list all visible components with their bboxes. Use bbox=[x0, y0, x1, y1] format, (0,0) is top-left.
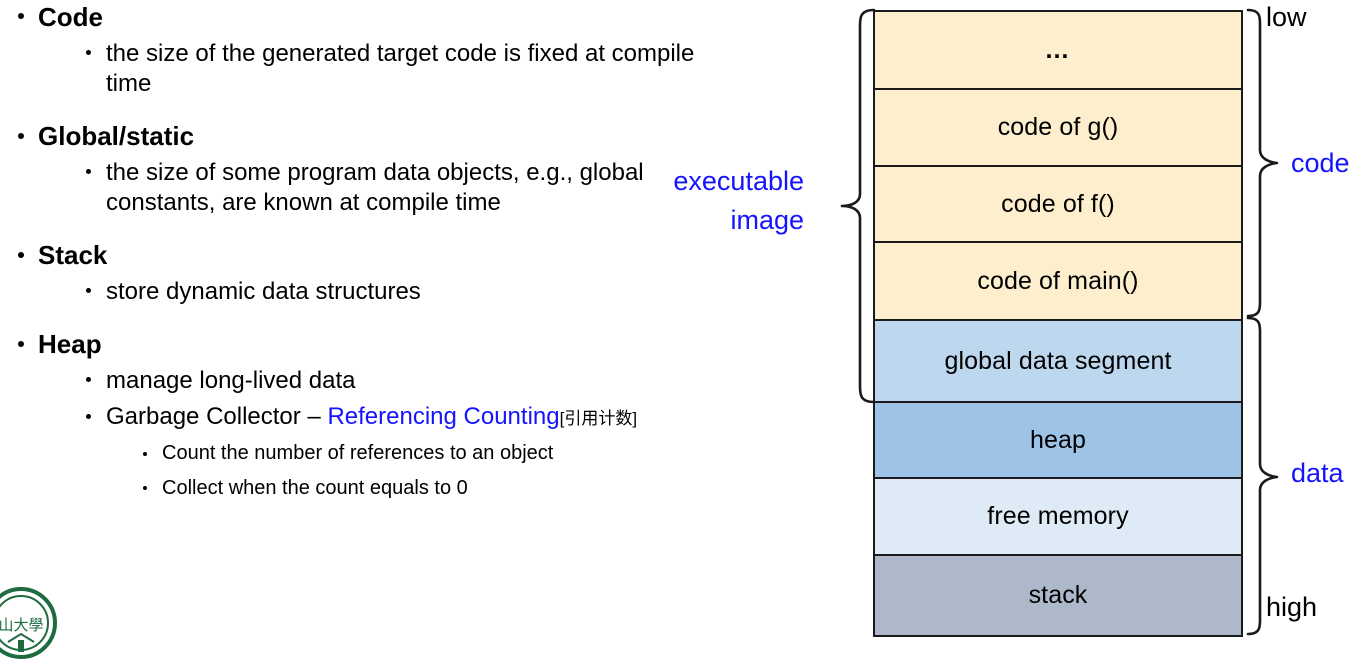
executable-image-note-line2: image bbox=[730, 205, 804, 236]
garbage-collector-label: Garbage Collector – bbox=[106, 403, 328, 431]
memory-block-heap: heap bbox=[875, 403, 1241, 479]
code-group-brace-icon bbox=[1246, 8, 1279, 318]
memory-block-code-of-main: code of main() bbox=[875, 243, 1241, 321]
bullet-dot-icon bbox=[18, 251, 24, 258]
bullet-heap-label: Heap bbox=[38, 329, 102, 360]
code-group-label: code bbox=[1291, 148, 1350, 178]
bullet-dot-icon bbox=[86, 413, 91, 419]
memory-block-label: code of g() bbox=[997, 113, 1119, 141]
spacer bbox=[0, 307, 810, 327]
memory-block-global-data-segment: global data segment bbox=[875, 321, 1241, 403]
spacer bbox=[0, 99, 810, 119]
memory-block-stack: stack bbox=[875, 556, 1241, 635]
bullet-heap-sub2-b: Collect when the count equals to 0 bbox=[0, 476, 810, 501]
executable-image-brace-icon bbox=[840, 8, 876, 404]
university-seal-icon: 山大學 bbox=[0, 587, 57, 659]
memory-block-free-memory: free memory bbox=[875, 479, 1241, 556]
bullet-heap-sub2-a: Count the number of references to an obj… bbox=[0, 441, 810, 466]
university-seal-logo: 山大學 bbox=[0, 586, 58, 660]
executable-image-note: executable image bbox=[664, 162, 804, 240]
memory-block-code-of-f: code of f() bbox=[875, 167, 1241, 243]
bullet-dot-icon bbox=[86, 50, 91, 56]
memory-block-label: code of f() bbox=[1001, 189, 1115, 218]
memory-blocks: … code of g() code of f() code of main() glo… bbox=[873, 10, 1243, 637]
bullet-code-label: Code bbox=[38, 2, 103, 32]
bullet-global-static-label: Global/static bbox=[38, 121, 195, 152]
memory-block-code-of-g: code of g() bbox=[875, 90, 1241, 167]
referencing-counting-link[interactable]: Referencing Counting bbox=[327, 403, 560, 431]
memory-block-: … bbox=[875, 12, 1241, 90]
bullet-dot-icon bbox=[143, 485, 147, 490]
memory-block-label: … bbox=[1044, 35, 1072, 64]
executable-image-note-line1: executable bbox=[673, 166, 804, 196]
memory-block-label: global data segment bbox=[944, 346, 1172, 375]
memory-block-label: stack bbox=[1028, 581, 1088, 609]
bullet-stack-sub1: store dynamic data structures bbox=[0, 277, 810, 307]
memory-block-label: heap bbox=[1029, 425, 1086, 454]
bullet-dot-icon bbox=[143, 451, 147, 456]
bullet-heap-sub1: manage long-lived data bbox=[0, 366, 810, 396]
high-address-label: high bbox=[1266, 592, 1318, 622]
bullet-heap: Heap bbox=[0, 329, 810, 360]
bullet-dot-icon bbox=[18, 132, 24, 139]
bullet-dot-icon bbox=[18, 13, 24, 20]
memory-block-label: free memory bbox=[987, 502, 1129, 530]
bullet-code: Code bbox=[0, 2, 810, 33]
bullet-stack-sub1-label: store dynamic data structures bbox=[106, 277, 421, 305]
bullet-code-sub1-label: the size of the generated target code is… bbox=[106, 39, 695, 97]
memory-block-label: code of main() bbox=[977, 266, 1139, 295]
bullet-heap-sub2-b-label: Collect when the count equals to 0 bbox=[162, 476, 468, 499]
bullet-dot-icon bbox=[18, 340, 24, 347]
memory-layout-diagram: executable image … code of g() code of f()… bbox=[673, 0, 1361, 643]
bullet-global-static: Global/static bbox=[0, 121, 810, 152]
bullet-heap-sub2: Garbage Collector – Referencing Counting… bbox=[0, 402, 810, 432]
bullet-dot-icon bbox=[86, 377, 91, 383]
bullet-stack: Stack bbox=[0, 240, 810, 271]
bullet-code-sub1: the size of the generated target code is… bbox=[0, 39, 746, 99]
bullet-global-sub1: the size of some program data objects, e… bbox=[0, 158, 726, 218]
bullet-global-sub1-label: the size of some program data objects, e… bbox=[106, 158, 644, 217]
bullet-heap-sub2-a-label: Count the number of references to an obj… bbox=[162, 442, 554, 465]
bullet-heap-sub1-label: manage long-lived data bbox=[106, 366, 356, 394]
svg-text:山大學: 山大學 bbox=[0, 616, 44, 634]
data-group-label: data bbox=[1291, 458, 1344, 488]
bullet-stack-label: Stack bbox=[38, 240, 108, 271]
slide-outline: Code the size of the generated target co… bbox=[0, 2, 810, 501]
bullet-dot-icon bbox=[86, 169, 91, 175]
referencing-counting-cjk-note: [引用计数] bbox=[559, 409, 638, 429]
low-address-label: low bbox=[1266, 2, 1307, 32]
data-group-brace-icon bbox=[1246, 316, 1279, 636]
bullet-dot-icon bbox=[86, 288, 91, 294]
